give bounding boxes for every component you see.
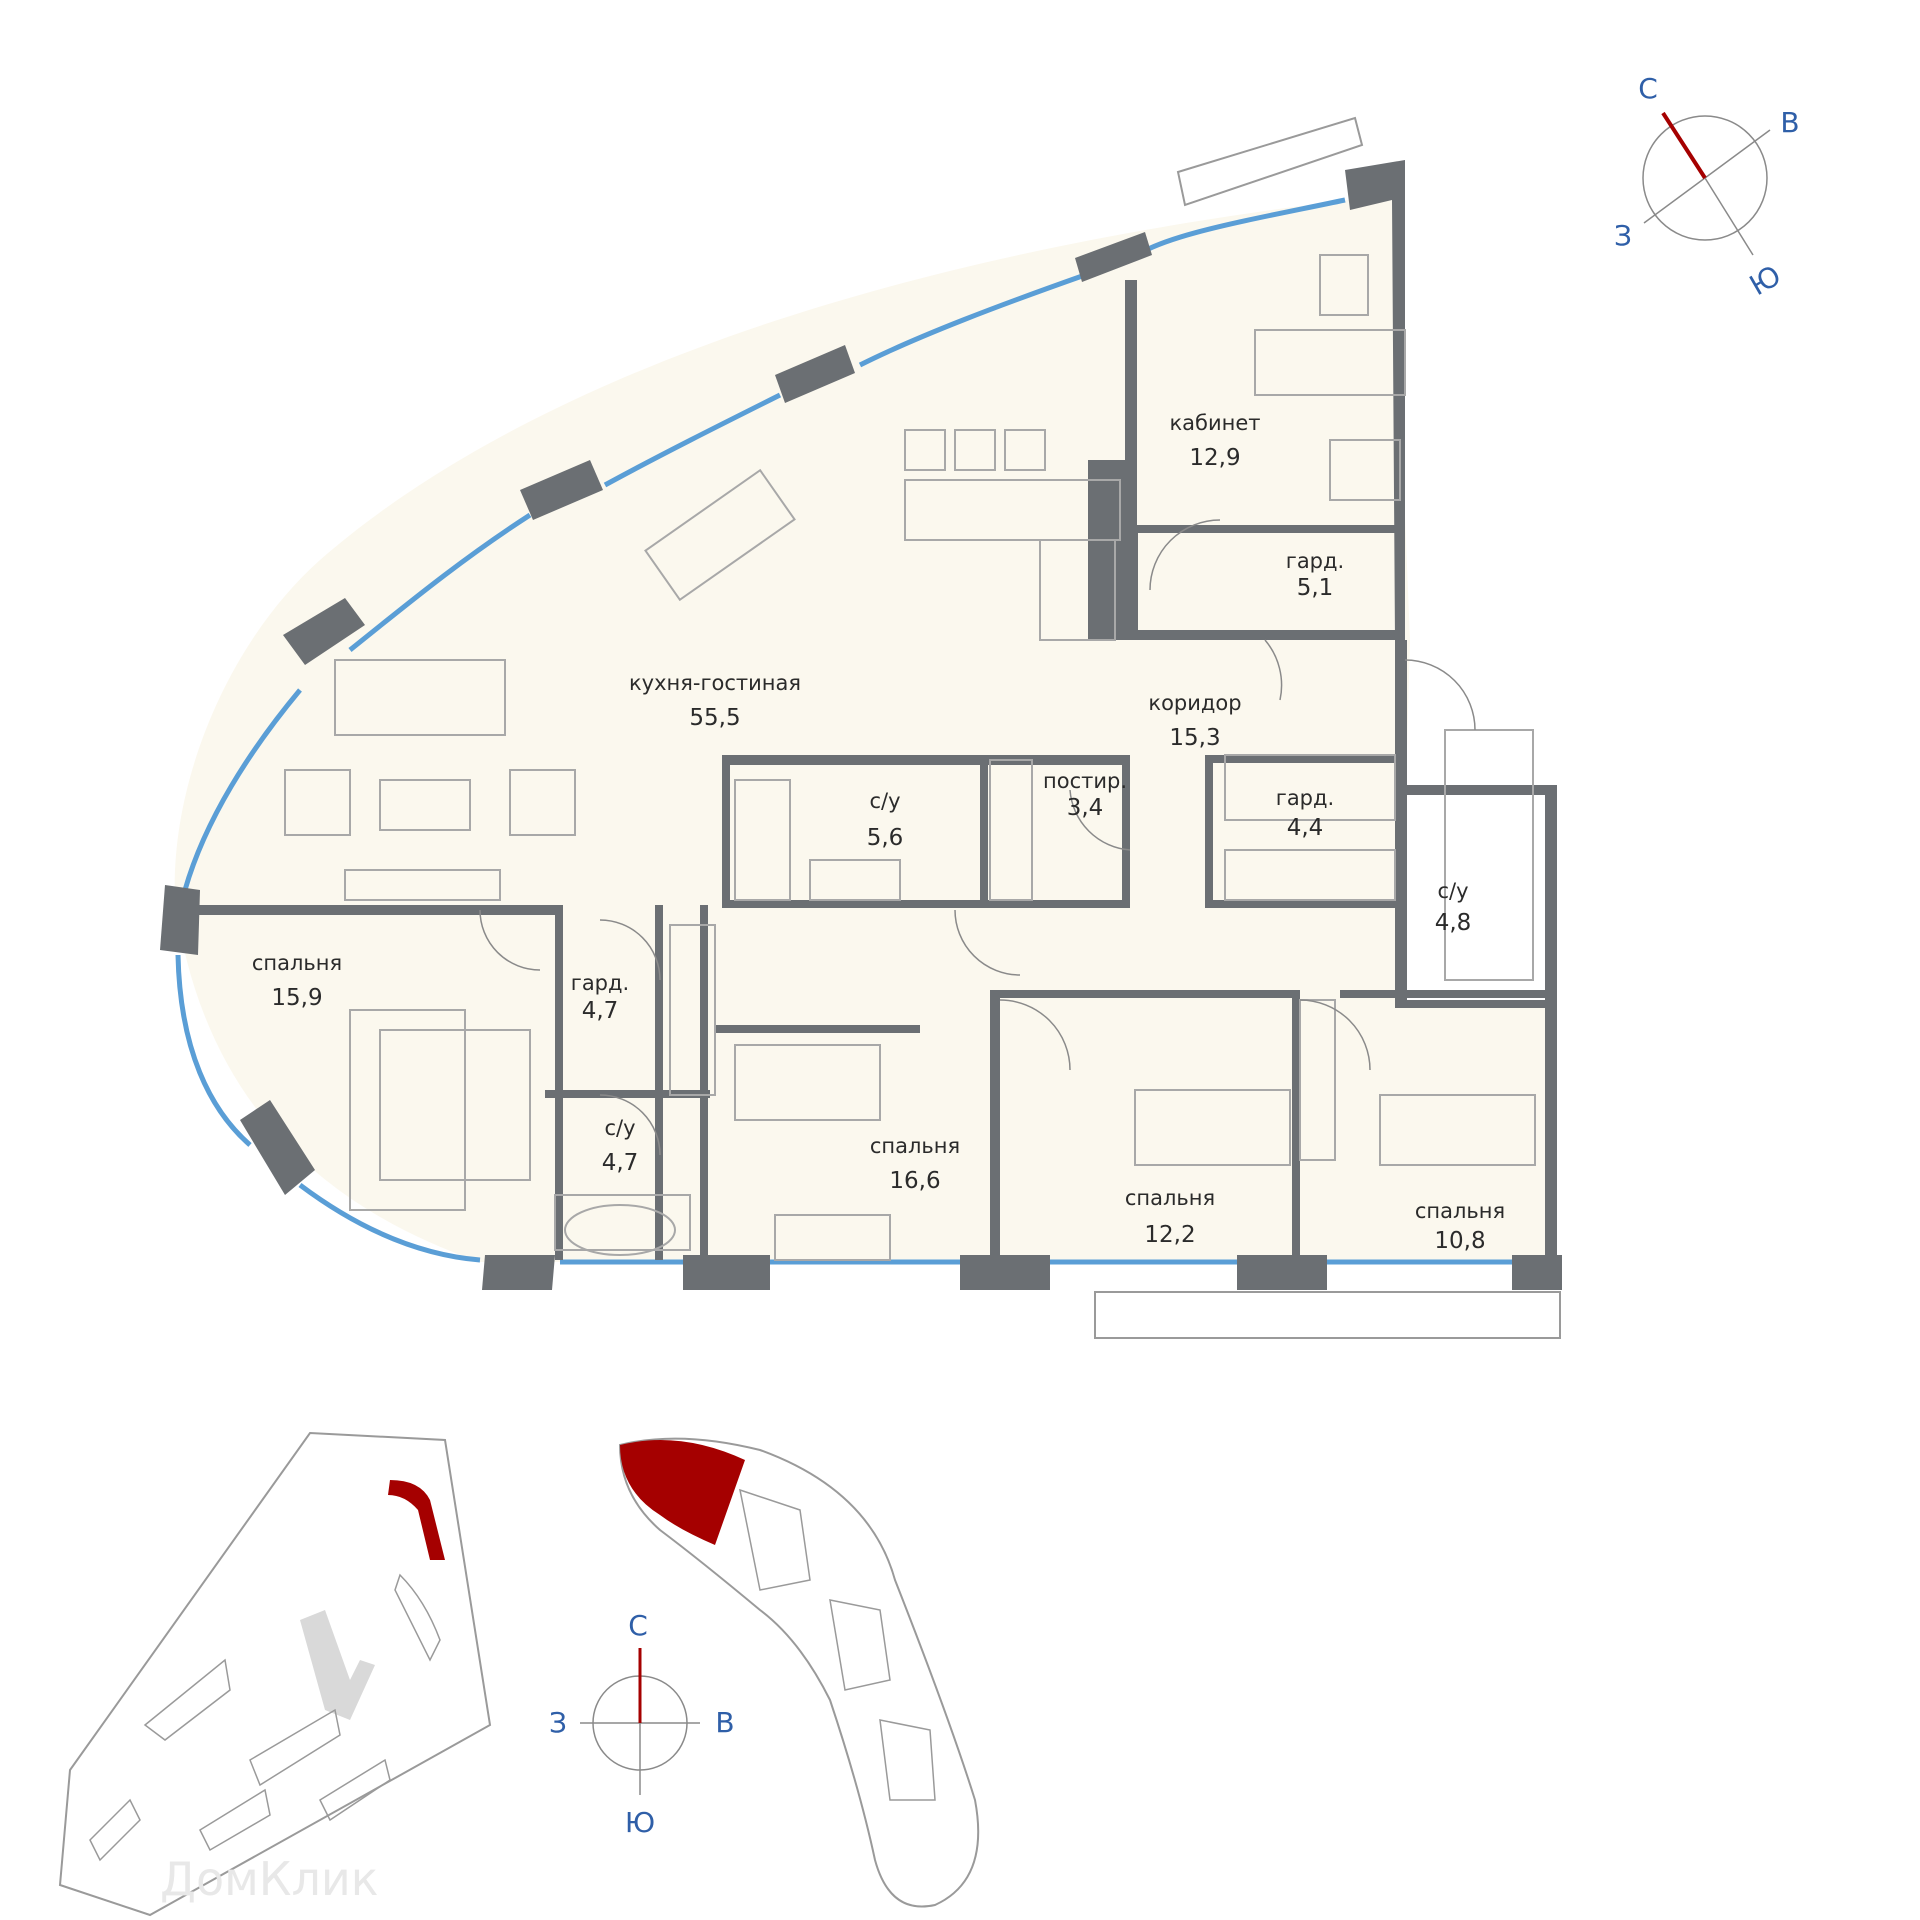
room-area: 5,1 xyxy=(1297,575,1334,601)
room-laundry: постир. 3,4 xyxy=(1043,769,1127,821)
room-name: гард. xyxy=(1276,786,1334,810)
compass-south: Ю xyxy=(1744,259,1787,303)
room-labels: кухня-гостиная 55,5 кабинет 12,9 гард. 5… xyxy=(252,411,1505,1254)
room-area: 10,8 xyxy=(1434,1228,1485,1254)
room-name: с/у xyxy=(604,1116,635,1140)
room-area: 4,7 xyxy=(582,998,619,1024)
building-core-3 xyxy=(879,1719,936,1801)
site-plan xyxy=(58,1431,492,1917)
compass-ring xyxy=(1642,115,1768,241)
room-name: постир. xyxy=(1043,769,1127,793)
room-name: кухня-гостиная xyxy=(629,671,801,695)
site-highlight-building xyxy=(388,1480,445,1560)
room-name: спальня xyxy=(252,951,342,975)
compass-small-east: В xyxy=(715,1706,734,1739)
room-bathroom-1: с/у 5,6 xyxy=(867,789,904,851)
room-area: 12,2 xyxy=(1144,1222,1195,1248)
room-area: 16,6 xyxy=(889,1168,940,1194)
room-bedroom-1: спальня 15,9 xyxy=(252,951,342,1011)
watermark: ДомКлик xyxy=(160,1852,379,1906)
building-core-2 xyxy=(829,1599,891,1691)
room-name: спальня xyxy=(1415,1199,1505,1223)
compass-small-south: Ю xyxy=(625,1806,655,1839)
compass-west: З xyxy=(1614,219,1632,252)
building-key-plan xyxy=(618,1437,980,1908)
room-name: гард. xyxy=(1286,549,1344,573)
room-bedroom-3: спальня 12,2 xyxy=(1125,1186,1215,1248)
room-wardrobe-1: гард. 5,1 xyxy=(1286,549,1344,601)
site-building-4 xyxy=(319,1758,391,1822)
balconies xyxy=(1094,116,1561,1339)
room-corridor: коридор 15,3 xyxy=(1148,691,1241,751)
room-study: кабинет 12,9 xyxy=(1169,411,1260,471)
compass-axis-south xyxy=(1704,177,1754,256)
glazing xyxy=(175,197,1515,1265)
compass-small-north: С xyxy=(628,1609,648,1642)
furniture xyxy=(284,254,1536,1261)
room-bedroom-2: спальня 16,6 xyxy=(870,1134,960,1194)
room-area: 55,5 xyxy=(689,705,740,731)
site-outline xyxy=(58,1431,492,1917)
room-kitchen: кухня-гостиная 55,5 xyxy=(629,671,801,731)
doors xyxy=(479,519,1476,1156)
room-area: 4,4 xyxy=(1287,815,1324,841)
room-wardrobe-2: гард. 4,4 xyxy=(1276,786,1334,841)
compass-north: С xyxy=(1638,72,1658,105)
watermark-text: ДомКлик xyxy=(160,1852,379,1906)
room-name: коридор xyxy=(1148,691,1241,715)
building-core-1 xyxy=(739,1488,811,1591)
room-name: гард. xyxy=(571,971,629,995)
compass-east: В xyxy=(1780,106,1799,139)
compass-main: С В Ю З xyxy=(1614,72,1800,302)
interior-walls xyxy=(190,280,1545,1260)
room-area: 5,6 xyxy=(867,825,904,851)
site-building-5 xyxy=(199,1788,271,1852)
compass-needle-north xyxy=(1661,111,1707,180)
room-name: с/у xyxy=(1437,879,1468,903)
room-name: с/у xyxy=(869,789,900,813)
compass-small-west: З xyxy=(549,1706,567,1739)
room-name: спальня xyxy=(1125,1186,1215,1210)
room-bathroom-2: с/у 4,8 xyxy=(1435,879,1472,936)
room-area: 4,8 xyxy=(1435,910,1472,936)
room-area: 3,4 xyxy=(1067,795,1104,821)
apartment-highlight xyxy=(620,1440,745,1545)
site-building-grey xyxy=(300,1610,375,1720)
room-bedroom-4: спальня 10,8 xyxy=(1415,1199,1505,1254)
site-building-6 xyxy=(89,1798,141,1862)
room-bathroom-3: с/у 4,7 xyxy=(602,1116,639,1176)
room-name: спальня xyxy=(870,1134,960,1158)
site-building-1 xyxy=(394,1573,441,1662)
room-name: кабинет xyxy=(1169,411,1260,435)
site-building-2 xyxy=(143,1658,231,1741)
room-area: 4,7 xyxy=(602,1150,639,1176)
room-wardrobe-3: гард. 4,7 xyxy=(571,971,629,1024)
room-area: 15,9 xyxy=(271,985,322,1011)
room-area: 12,9 xyxy=(1189,445,1240,471)
site-building-3 xyxy=(249,1708,341,1787)
room-area: 15,3 xyxy=(1169,725,1220,751)
compass-small: С В Ю З xyxy=(549,1609,735,1839)
compass-axis-ew xyxy=(1643,129,1771,224)
